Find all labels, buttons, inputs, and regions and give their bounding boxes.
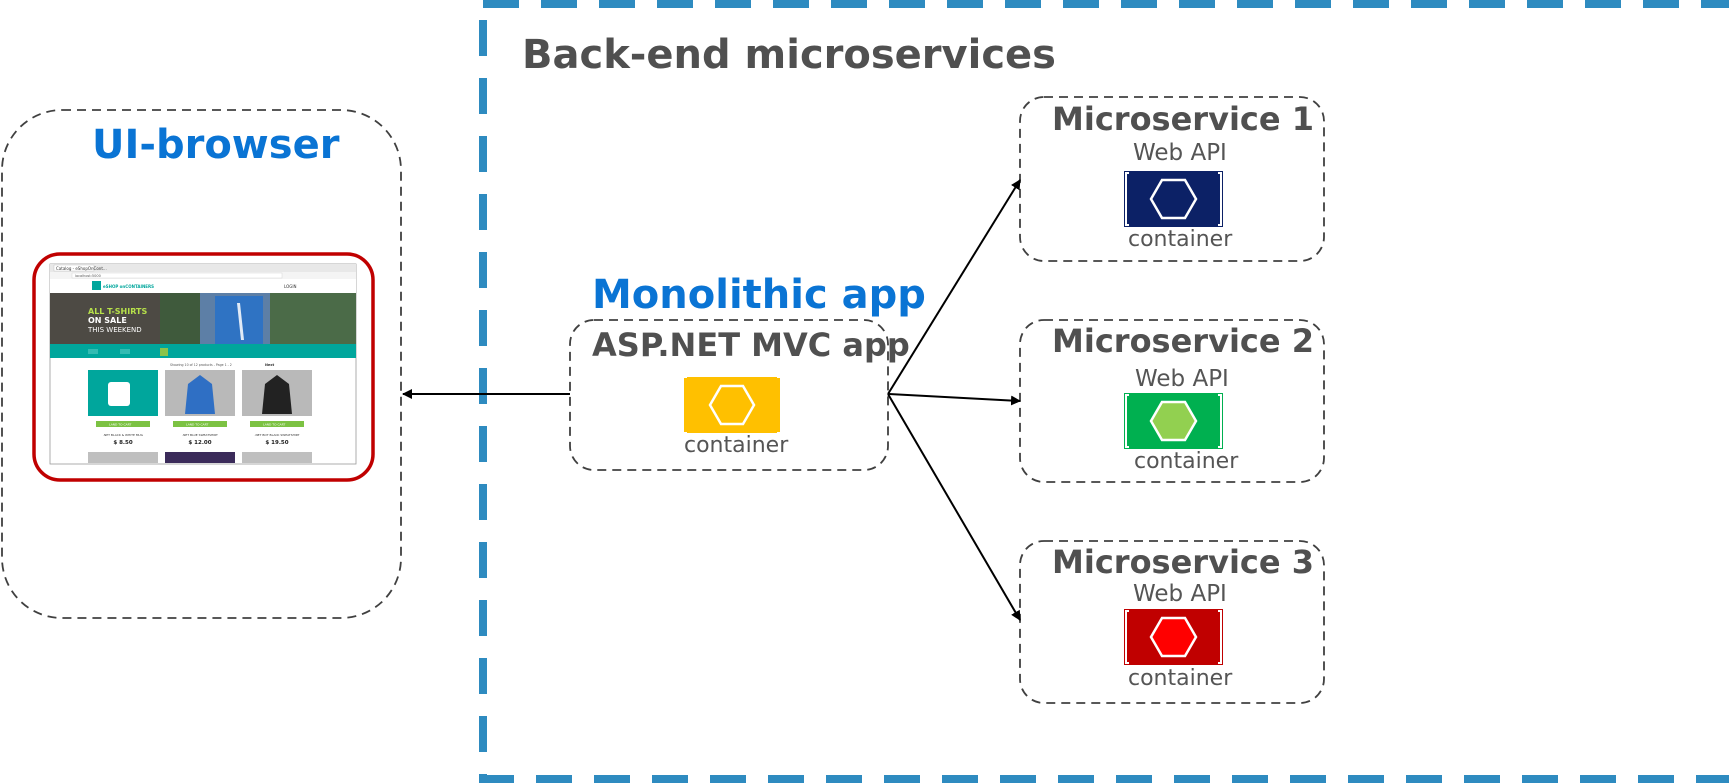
- product-name-3: .NET BOT BLACK SWEATSHIRT: [254, 433, 299, 437]
- add-to-cart-2: [173, 421, 227, 427]
- microservice-1-box: [1019, 96, 1325, 262]
- microservice-1-api: Web API: [1133, 140, 1227, 166]
- add-to-cart-1: [96, 421, 150, 427]
- microservice-3-title: Microservice 3: [1052, 543, 1314, 581]
- banner-line-3: THIS WEEKEND: [87, 326, 142, 334]
- arrow-to-microservice-3: [887, 393, 1021, 621]
- microservice-2-api: Web API: [1135, 366, 1229, 392]
- paging-next: Next: [265, 363, 275, 367]
- product-name-2: .NET BLUE SWEATSHIRT: [182, 433, 218, 437]
- microservice-2-container-icon: [1124, 393, 1223, 449]
- arrow-to-microservice-2: [887, 393, 1021, 406]
- microservice-1-title: Microservice 1: [1052, 100, 1314, 138]
- filter-bar: [50, 344, 356, 358]
- site-logo: eSHOP onCONTAINERS: [103, 284, 154, 289]
- microservice-3-box: [1019, 540, 1325, 704]
- paging-text: Showing 10 of 12 products - Page 1 - 2: [170, 363, 232, 367]
- microservice-2-title: Microservice 2: [1052, 322, 1314, 360]
- microservice-3-api: Web API: [1133, 581, 1227, 607]
- product-price-2: $ 12.00: [188, 440, 211, 446]
- site-login: LOGIN: [284, 284, 297, 289]
- add-to-cart-3: [250, 421, 304, 427]
- monolith-box: [569, 319, 889, 471]
- banner-line-2: ON SALE: [88, 316, 127, 325]
- microservice-3-container-label: container: [1128, 666, 1233, 691]
- browser-screenshot: Catalog - eShopOnCont... localhost:5000 …: [32, 252, 375, 482]
- monolith-container-icon: [682, 376, 782, 434]
- microservice-2-container-label: container: [1134, 449, 1239, 474]
- banner-line-1: ALL T-SHIRTS: [88, 307, 147, 316]
- ui-browser-box: [1, 109, 402, 619]
- add-to-cart-label-1: LAND TO CART: [109, 423, 131, 427]
- product-price-1: $ 8.50: [113, 440, 132, 446]
- monolith-title: Monolithic app: [592, 272, 926, 318]
- microservice-3-container-icon: [1124, 609, 1223, 665]
- product-price-3: $ 19.50: [265, 440, 288, 446]
- microservice-1-container-label: container: [1128, 227, 1233, 252]
- backend-boundary: [479, 0, 1729, 783]
- monolith-container-label: container: [684, 433, 789, 458]
- microservice-1-container-icon: [1124, 171, 1223, 227]
- ui-browser-title: UI-browser: [92, 122, 340, 168]
- site-logo-icon: [92, 281, 101, 290]
- add-to-cart-label-3: LAND TO CART: [263, 423, 285, 427]
- arrow-to-microservice-1: [887, 179, 1021, 395]
- add-to-cart-label-2: LAND TO CART: [186, 423, 208, 427]
- backend-title: Back-end microservices: [522, 32, 1056, 78]
- browser-address: localhost:5000: [75, 274, 101, 278]
- monolith-subtitle: ASP.NET MVC app: [592, 326, 910, 364]
- product-name-1: .NET BLACK & WHITE MUG: [103, 433, 144, 437]
- browser-tab-title: Catalog - eShopOnCont...: [56, 266, 107, 271]
